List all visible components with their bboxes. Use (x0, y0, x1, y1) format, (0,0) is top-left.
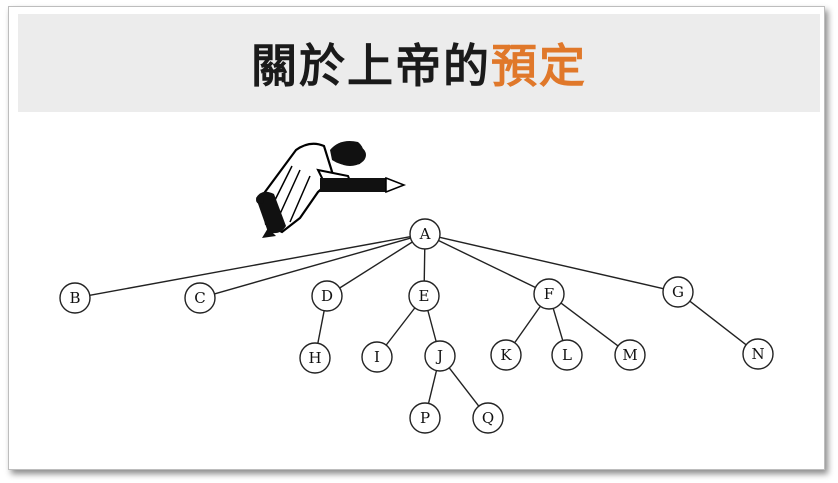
node-m: M (614, 339, 646, 371)
edge-d-h (317, 310, 325, 344)
node-circle (742, 338, 774, 370)
node-i: I (361, 341, 393, 373)
node-circle (662, 276, 694, 308)
node-label: H (308, 349, 321, 367)
node-label: I (374, 348, 380, 366)
tree-edges (89, 236, 747, 407)
node-k: K (490, 339, 522, 371)
node-label: C (194, 289, 205, 307)
edge-j-p (427, 370, 438, 404)
node-label: P (420, 409, 430, 427)
node-circle (59, 282, 91, 314)
node-label: E (419, 287, 430, 305)
node-circle (409, 402, 441, 434)
edge-a-g (439, 236, 664, 290)
node-g: G (662, 276, 694, 308)
title-main: 關於上帝的 (251, 39, 491, 93)
node-label: N (751, 345, 764, 363)
node-label: M (622, 346, 637, 364)
edge-g-n (689, 300, 747, 346)
node-f: F (533, 278, 565, 310)
node-label: F (544, 285, 554, 303)
node-circle (408, 280, 440, 312)
node-circle (299, 342, 331, 374)
edge-e-j (427, 310, 437, 342)
edge-j-q (448, 367, 480, 407)
edge-a-b (89, 236, 411, 296)
node-label: B (69, 289, 80, 307)
node-l: L (551, 339, 583, 371)
node-b: B (59, 282, 91, 314)
node-circle (533, 278, 565, 310)
edge-f-l (552, 308, 564, 341)
edge-a-e (423, 248, 426, 282)
node-label: Q (482, 409, 494, 427)
edge-f-m (560, 302, 619, 347)
edge-a-d (339, 241, 413, 289)
node-circle (472, 402, 504, 434)
scribe-with-pen-icon (256, 141, 407, 238)
node-p: P (409, 402, 441, 434)
node-circle (409, 218, 441, 250)
node-d: D (311, 280, 343, 312)
node-e: E (408, 280, 440, 312)
edge-a-f (438, 239, 536, 289)
edge-f-k (514, 305, 541, 344)
node-circle (311, 280, 343, 312)
node-label: A (419, 225, 431, 243)
node-circle (490, 339, 522, 371)
node-label: G (672, 283, 684, 301)
node-circle (184, 282, 216, 314)
node-label: L (562, 346, 572, 364)
node-n: N (742, 338, 774, 370)
node-q: Q (472, 402, 504, 434)
node-label: K (500, 346, 512, 364)
title-accent: 預定 (491, 39, 587, 93)
node-circle (424, 340, 456, 372)
edge-e-i (385, 307, 416, 346)
node-c: C (184, 282, 216, 314)
title-bar: 關於上帝的預定 (18, 14, 820, 112)
node-circle (361, 341, 393, 373)
node-circle (614, 339, 646, 371)
tree-nodes: A B C D E F G H I J K L M N P Q (59, 218, 774, 434)
node-a: A (409, 218, 441, 250)
node-h: H (299, 342, 331, 374)
node-label: J (435, 347, 443, 365)
node-j: J (424, 340, 456, 372)
node-circle (551, 339, 583, 371)
slide-title: 關於上帝的預定 (18, 14, 820, 112)
node-label: D (321, 287, 333, 305)
edge-a-c (214, 237, 411, 295)
